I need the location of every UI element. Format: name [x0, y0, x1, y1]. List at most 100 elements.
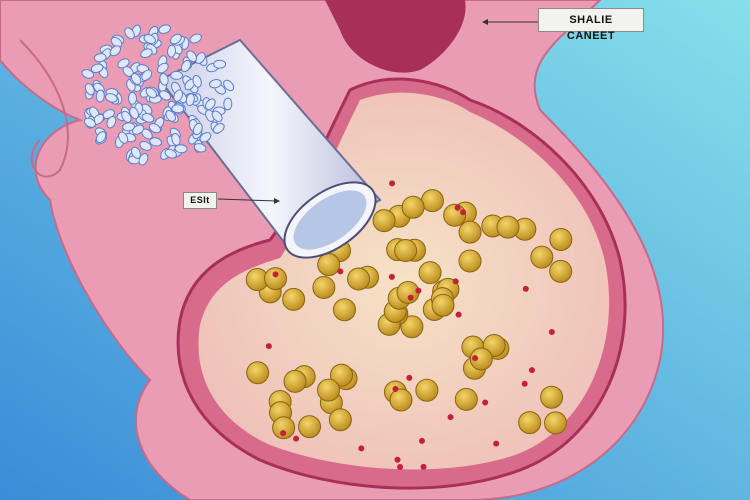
- red-speck: [521, 380, 528, 387]
- granule: [420, 189, 444, 213]
- blue-cell: [130, 73, 142, 85]
- blue-cell: [158, 24, 172, 34]
- granule: [415, 378, 439, 402]
- blue-cell: [195, 52, 206, 64]
- red-speck: [415, 287, 422, 294]
- red-speck: [460, 209, 467, 216]
- blue-cell: [138, 153, 149, 166]
- granule: [264, 267, 288, 291]
- granule: [298, 415, 322, 439]
- red-speck: [407, 294, 414, 301]
- blue-cell: [84, 83, 95, 96]
- granule: [496, 215, 520, 239]
- blue-cell: [149, 137, 163, 147]
- granule: [330, 363, 354, 387]
- blue-cell: [124, 27, 135, 40]
- blue-cell: [192, 122, 203, 136]
- red-speck: [522, 285, 529, 292]
- label-top-right: SHALIE CANEET: [538, 8, 644, 42]
- blue-cell: [106, 115, 117, 129]
- blue-cell: [199, 132, 212, 143]
- blue-cell: [127, 91, 137, 105]
- granule: [443, 203, 467, 227]
- blue-cell: [118, 131, 129, 144]
- blue-cell: [122, 122, 136, 132]
- blue-cell: [95, 131, 107, 144]
- granule: [372, 209, 396, 233]
- label-left: ESIt: [183, 192, 217, 209]
- red-speck: [358, 445, 365, 452]
- red-speck: [389, 180, 396, 187]
- blue-cell: [121, 110, 132, 123]
- red-speck: [528, 367, 535, 374]
- granule: [396, 280, 420, 304]
- red-speck: [418, 437, 425, 444]
- blue-cell: [95, 89, 105, 103]
- blue-cell: [211, 110, 223, 123]
- red-speck: [293, 435, 300, 442]
- blue-cell: [132, 124, 145, 135]
- granule: [389, 388, 413, 412]
- granule: [540, 385, 564, 409]
- blue-cell: [83, 117, 97, 128]
- granule: [549, 259, 573, 283]
- granule: [328, 408, 352, 432]
- blue-cell: [140, 48, 153, 59]
- red-speck: [392, 386, 399, 393]
- red-speck: [337, 268, 344, 275]
- granule: [312, 275, 336, 299]
- blue-cell: [109, 45, 122, 57]
- blue-cell: [117, 58, 130, 69]
- blue-cell: [213, 59, 227, 69]
- blue-cell: [193, 143, 207, 153]
- blue-cell: [156, 62, 169, 74]
- granule: [458, 220, 482, 244]
- blue-cell: [169, 33, 182, 45]
- red-speck: [272, 271, 279, 278]
- blue-cell: [141, 113, 155, 123]
- granule: [401, 195, 425, 219]
- granule: [400, 315, 424, 339]
- granule: [518, 411, 542, 435]
- red-speck: [455, 311, 462, 318]
- granule: [332, 298, 356, 322]
- red-speck: [397, 464, 404, 471]
- red-speck: [280, 430, 287, 437]
- red-speck: [472, 355, 479, 362]
- granule: [347, 267, 371, 291]
- blue-cell: [143, 34, 156, 44]
- red-speck: [454, 204, 461, 211]
- blue-cell: [170, 70, 184, 80]
- granule: [549, 227, 573, 251]
- red-speck: [265, 343, 272, 350]
- blue-cell: [139, 141, 152, 151]
- vessel: [325, 0, 466, 73]
- red-speck: [482, 399, 489, 406]
- granule: [317, 378, 341, 402]
- red-speck: [394, 456, 401, 463]
- blue-cell: [180, 59, 192, 73]
- blue-cell: [110, 36, 123, 48]
- blue-cell: [145, 87, 158, 99]
- granule: [431, 293, 455, 317]
- arrow-head-left: [274, 198, 280, 204]
- blue-cell: [166, 44, 177, 58]
- granule: [394, 238, 418, 262]
- blue-cell: [81, 69, 95, 79]
- blue-cell: [212, 122, 225, 134]
- blue-cell: [148, 123, 161, 134]
- pointer-line-left: [217, 198, 279, 202]
- blue-cell: [90, 63, 104, 73]
- blue-cell: [141, 69, 153, 81]
- blue-cell: [192, 74, 202, 88]
- granule: [544, 411, 568, 435]
- blue-cell: [105, 93, 118, 103]
- red-speck: [548, 329, 555, 336]
- blue-cell: [223, 79, 235, 92]
- blue-cell: [93, 53, 107, 63]
- red-speck: [406, 374, 413, 381]
- blue-cell: [171, 104, 185, 114]
- red-speck: [420, 463, 427, 470]
